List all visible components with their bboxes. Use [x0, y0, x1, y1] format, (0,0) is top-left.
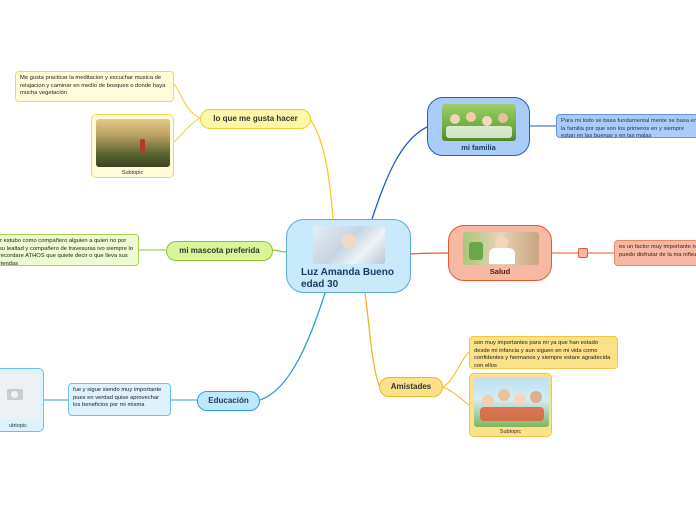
family-photo: [442, 104, 516, 141]
topic-amistades[interactable]: Amistades: [379, 377, 443, 397]
central-topic-title: Luz Amanda Bueno edad 30: [301, 267, 394, 290]
topic-label: mi familia: [461, 143, 496, 152]
friends-photo: [474, 377, 549, 427]
topic-educacion[interactable]: Educación: [197, 391, 260, 411]
topic-label: Educación: [208, 396, 249, 405]
note-mascota[interactable]: z estubo como compañero alguien a quien …: [0, 234, 139, 267]
note-text: son muy importantes para mi ya que han e…: [474, 340, 611, 369]
note-text: fue y sigue siendo muy importante pues e…: [73, 387, 162, 409]
note-gusta[interactable]: Me gusta practicar la meditacion y escuc…: [15, 71, 174, 102]
note-salud[interactable]: es un factor muy importante no puedo dis…: [614, 240, 696, 266]
topic-label: Salud: [489, 267, 511, 276]
note-text: Me gusta practicar la meditacion y escuc…: [20, 75, 166, 97]
subtopic-caption: Subtopic: [499, 429, 522, 435]
note-text: z estubo como compañero alguien a quien …: [0, 238, 134, 267]
subtopic-gusta[interactable]: Subtopic: [91, 114, 174, 178]
health-photo: [463, 232, 539, 265]
subtopic-caption: ubtopic: [9, 423, 27, 429]
note-text: es un factor muy importante no puedo dis…: [619, 244, 696, 258]
topic-salud[interactable]: Salud: [448, 225, 552, 281]
note-text: Para mi todo se basa fundamental mente s…: [561, 118, 696, 140]
subtopic-educacion[interactable]: ubtopic: [0, 368, 44, 432]
baby-photo: [313, 226, 385, 264]
central-topic[interactable]: Luz Amanda Bueno edad 30: [286, 219, 411, 293]
subtopic-caption: Subtopic: [121, 170, 144, 176]
topic-label: mi mascota preferida: [179, 246, 260, 255]
note-amistades[interactable]: son muy importantes para mi ya que han e…: [469, 336, 618, 369]
note-familia[interactable]: Para mi todo se basa fundamental mente s…: [556, 114, 696, 140]
topic-mi-mascota-preferida[interactable]: mi mascota preferida: [166, 241, 273, 261]
image-placeholder-icon: [0, 373, 39, 419]
note-educacion[interactable]: fue y sigue siendo muy importante pues e…: [68, 383, 171, 416]
forest-path-photo: [96, 119, 170, 167]
topic-label: Amistades: [390, 382, 432, 391]
subtopic-amistades[interactable]: Subtopic: [469, 373, 552, 437]
collapse-handle[interactable]: [578, 248, 588, 258]
topic-lo-que-me-gusta-hacer[interactable]: lo que me gusta hacer: [200, 109, 311, 129]
topic-label: lo que me gusta hacer: [213, 114, 298, 123]
topic-mi-familia[interactable]: mi familia: [427, 97, 530, 156]
